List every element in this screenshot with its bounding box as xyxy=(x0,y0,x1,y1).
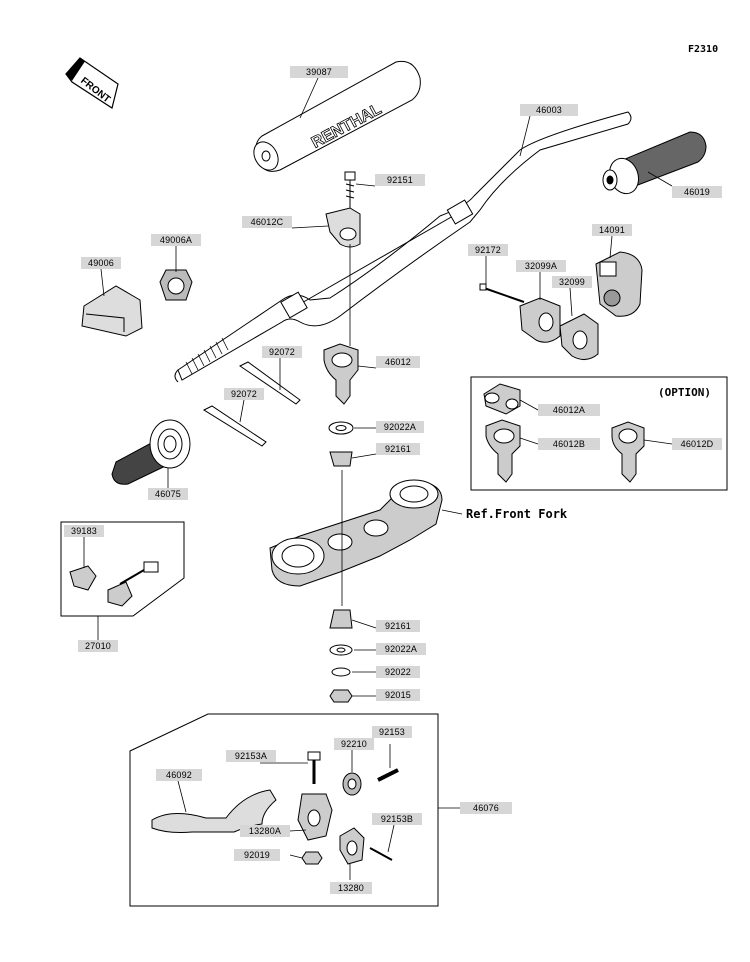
part-label-32099: 32099 xyxy=(552,276,592,288)
part-label-46012: 46012 xyxy=(376,356,420,368)
riser-46012B xyxy=(485,419,521,483)
switch-27010 xyxy=(107,561,159,607)
part-label-49006A: 49006A xyxy=(151,234,201,246)
part-label-46019: 46019 xyxy=(672,186,722,198)
part-label-39183: 39183 xyxy=(64,525,104,537)
part-label-46012A: 46012A xyxy=(538,404,600,416)
housing-14091 xyxy=(595,251,643,317)
part-label-92015: 92015 xyxy=(376,689,420,701)
part-label-14091: 14091 xyxy=(592,224,632,236)
part-label-92161-a: 92161 xyxy=(376,443,420,455)
part-label-46012D: 46012D xyxy=(672,438,722,450)
cable-tie-92072-b xyxy=(202,405,267,447)
part-label-13280: 13280 xyxy=(330,882,372,894)
part-label-92161-b: 92161 xyxy=(376,620,420,632)
handlebar-grip-39087: RENTHAL xyxy=(253,60,421,172)
part-label-92022A: 92022A xyxy=(376,421,424,433)
riser-46012D xyxy=(611,421,645,483)
part-label-46003: 46003 xyxy=(520,104,578,116)
cable-tie-92072-a xyxy=(239,361,301,405)
part-label-46012B: 46012B xyxy=(538,438,600,450)
bushing-92161-lower xyxy=(329,609,353,629)
handlebar-46003 xyxy=(174,111,632,383)
pad-49006 xyxy=(81,285,143,337)
part-label-92153B: 92153B xyxy=(372,813,422,825)
clamp-13280 xyxy=(339,827,365,865)
part-label-13280A: 13280A xyxy=(240,825,290,837)
part-label-46076: 46076 xyxy=(460,802,512,814)
washer-92022A xyxy=(328,421,354,435)
bushing-92161 xyxy=(329,451,353,467)
clamp-32099A xyxy=(519,297,561,343)
part-label-92210: 92210 xyxy=(334,738,374,750)
perch-13280A xyxy=(297,793,333,841)
bolt-92151 xyxy=(344,171,356,210)
washer-92022A-lower xyxy=(329,644,353,656)
nut-92019 xyxy=(301,851,323,865)
lever-46092 xyxy=(151,789,277,833)
part-label-92072-b: 92072 xyxy=(224,388,264,400)
part-label-39087: 39087 xyxy=(290,66,348,78)
triple-clamp xyxy=(269,479,443,587)
part-label-92172: 92172 xyxy=(468,244,508,256)
part-label-46012C: 46012C xyxy=(242,216,292,228)
part-label-92153: 92153 xyxy=(372,726,412,738)
part-label-92022A-b: 92022A xyxy=(376,643,426,655)
clamp-46012C xyxy=(325,207,361,248)
throttle-grip-46019 xyxy=(602,131,707,195)
part-label-27010: 27010 xyxy=(78,640,118,652)
clamp-46012A xyxy=(483,383,521,415)
cap-49006A xyxy=(159,269,193,301)
option-title: (OPTION) xyxy=(658,386,711,399)
part-label-92019: 92019 xyxy=(234,849,280,861)
clamp-32099 xyxy=(559,313,599,360)
part-label-32099A: 32099A xyxy=(516,260,566,272)
washer-92022 xyxy=(331,667,351,677)
kill-switch-box xyxy=(60,521,185,617)
part-label-92153A: 92153A xyxy=(226,750,276,762)
screw-92172 xyxy=(479,283,525,303)
bolt-92153A xyxy=(307,751,321,784)
part-label-49006: 49006 xyxy=(81,257,121,269)
adjuster-92210 xyxy=(342,772,362,796)
option-box xyxy=(470,376,728,491)
part-label-46092: 46092 xyxy=(156,769,202,781)
ref-front-fork-note: Ref.Front Fork xyxy=(466,507,568,521)
riser-46012 xyxy=(323,343,359,405)
part-label-92072-a: 92072 xyxy=(262,346,302,358)
grip-46075 xyxy=(111,419,191,485)
part-label-46075: 46075 xyxy=(148,488,188,500)
front-arrow-icon: FRONT xyxy=(65,57,119,109)
clutch-lever-box xyxy=(129,713,439,907)
switch-39183 xyxy=(69,565,97,591)
bolt-92153 xyxy=(377,768,399,782)
diagram-code: F2310 xyxy=(688,44,719,55)
nut-92015 xyxy=(329,689,353,703)
part-label-92151: 92151 xyxy=(375,174,425,186)
bolt-92153B xyxy=(369,847,393,861)
part-label-92022: 92022 xyxy=(376,666,420,678)
